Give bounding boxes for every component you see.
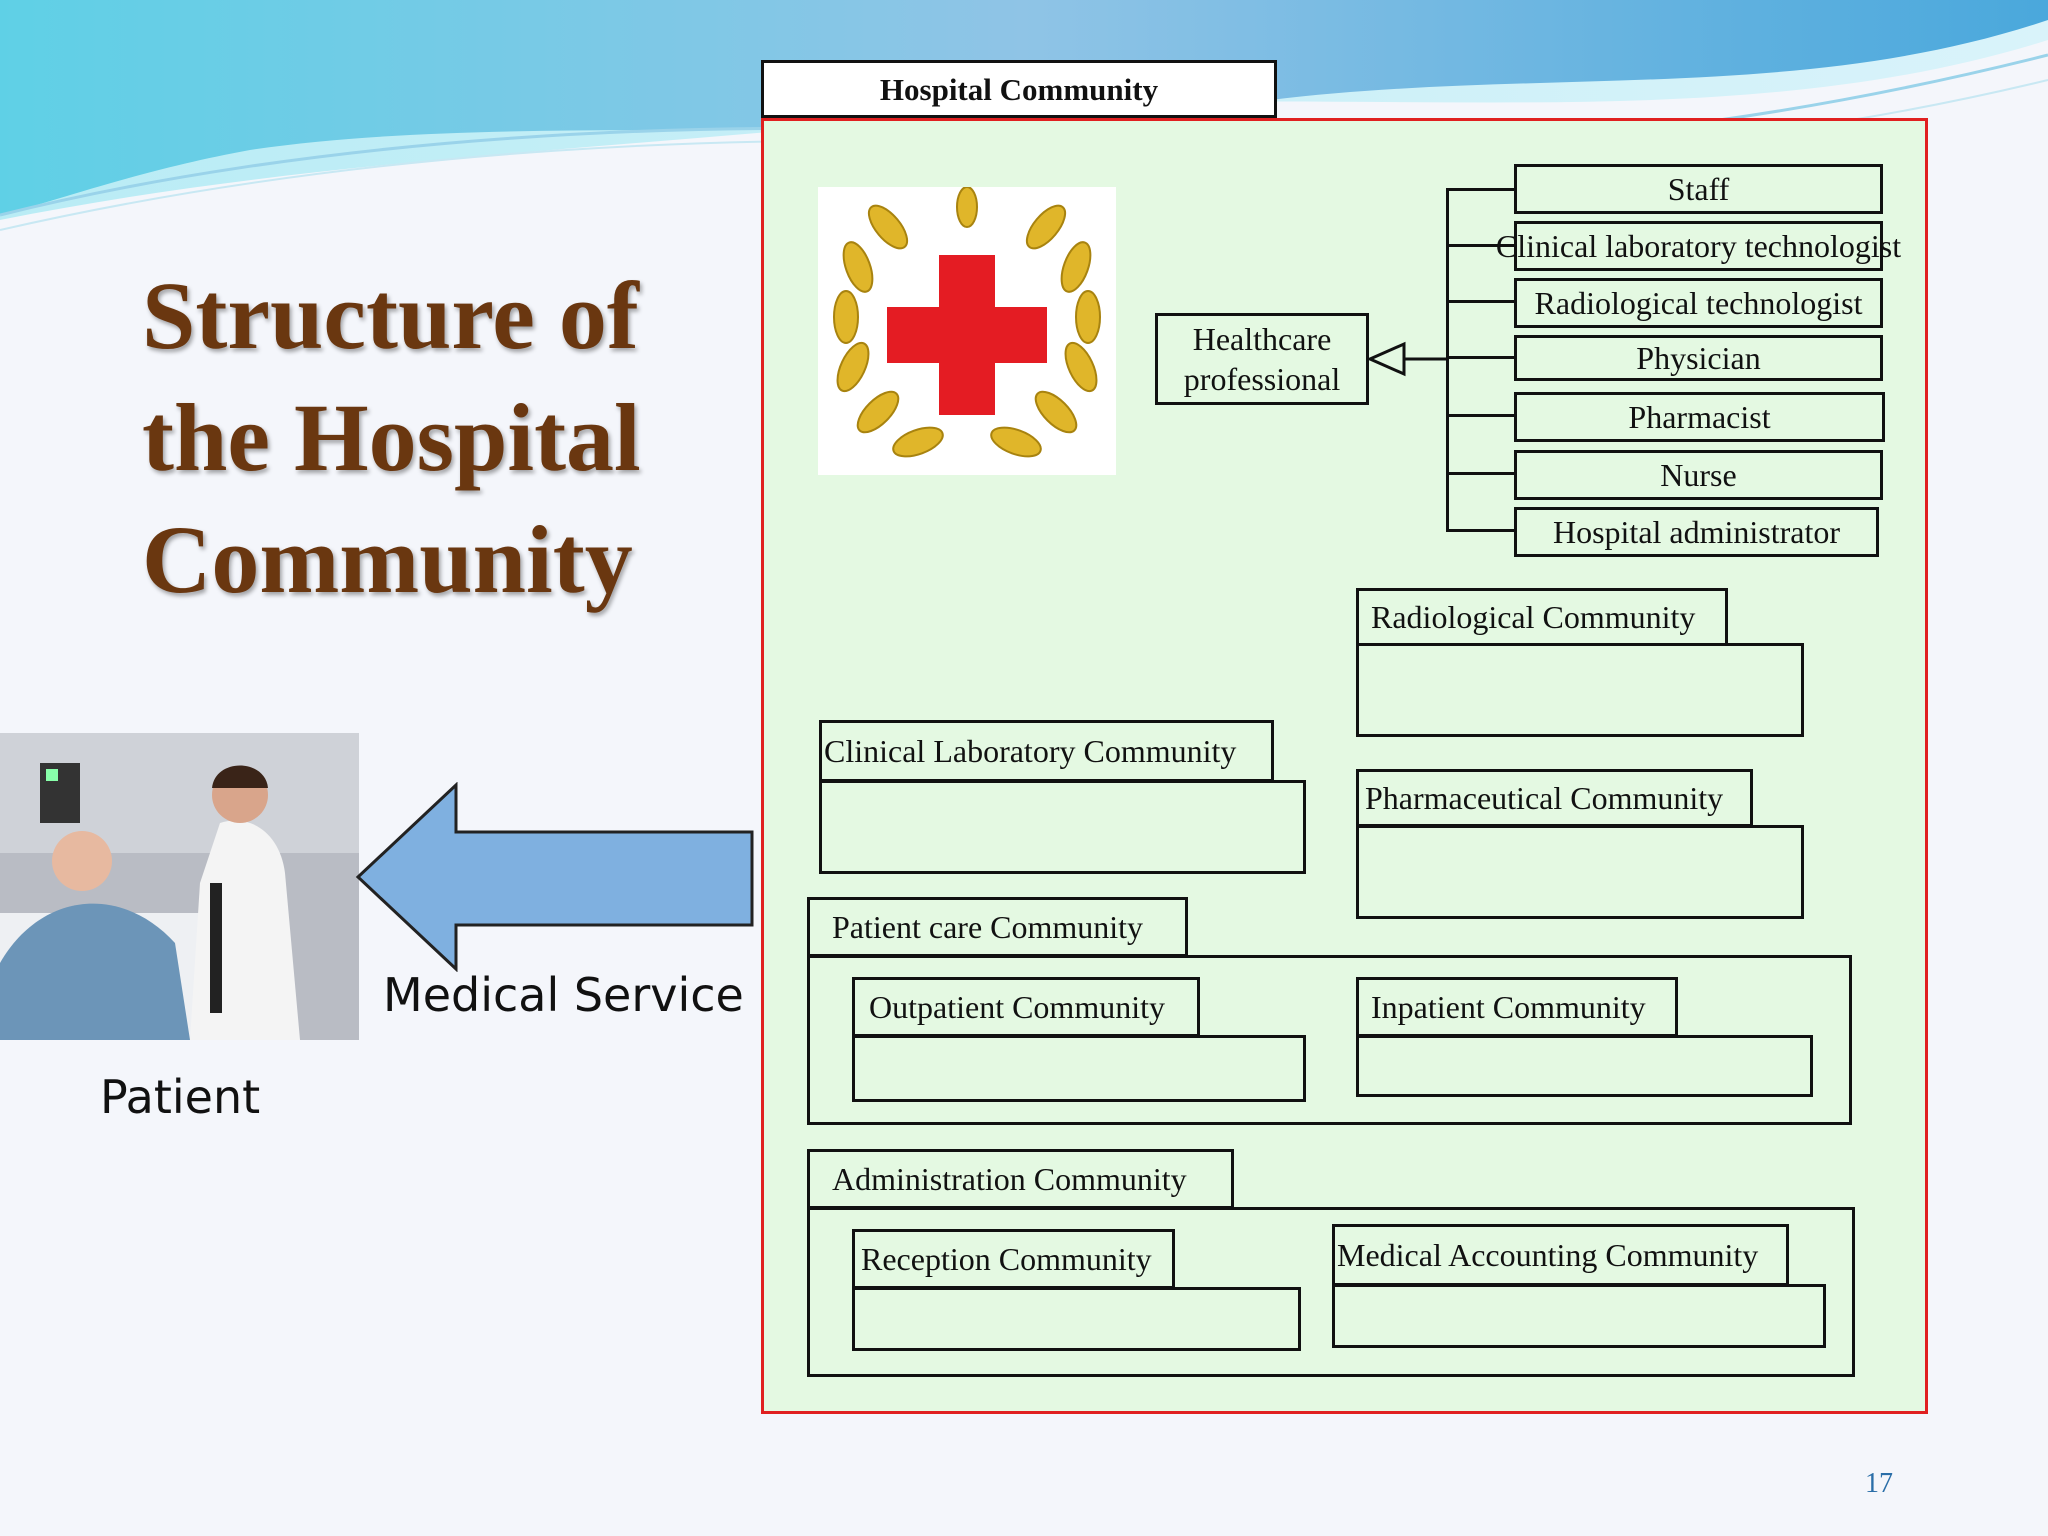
outpatient-community-tab: Outpatient Community: [852, 977, 1200, 1037]
radiological-community-body: [1356, 643, 1804, 737]
inheritance-arrowhead: [1366, 341, 1446, 377]
clinical-lab-community-tab: Clinical Laboratory Community: [819, 720, 1274, 782]
inpatient-community-tab: Inpatient Community: [1356, 977, 1678, 1037]
tree-trunk: [1446, 188, 1449, 532]
reception-community-tab: Reception Community: [852, 1229, 1175, 1289]
tree-branch: [1446, 414, 1516, 417]
role-clinical-lab-technologist: Clinical laboratory technologist: [1496, 221, 1901, 271]
hospital-community-header: Hospital Community: [761, 60, 1277, 118]
patient-care-community-body: [807, 955, 1852, 1125]
clinical-lab-community-body: [819, 780, 1306, 874]
healthcare-professional-box: Healthcare professional: [1155, 313, 1369, 405]
tree-branch: [1446, 472, 1516, 475]
tree-branch: [1446, 529, 1516, 532]
tree-branch: [1446, 300, 1516, 303]
medical-accounting-community-body: [1332, 1284, 1826, 1348]
patient-photo: [0, 733, 359, 1040]
patient-label: Patient: [100, 1070, 261, 1124]
tree-branch: [1446, 188, 1516, 191]
medical-service-label: Medical Service: [383, 968, 744, 1022]
tree-branch: [1446, 244, 1516, 247]
role-radiological-technologist: Radiological technologist: [1514, 278, 1883, 328]
role-pharmacist: Pharmacist: [1514, 392, 1885, 442]
radiological-community-tab: Radiological Community: [1356, 588, 1728, 646]
patient-care-community-tab: Patient care Community: [807, 897, 1188, 957]
role-physician: Physician: [1514, 335, 1883, 381]
administration-community-tab: Administration Community: [807, 1149, 1234, 1209]
red-cross-emblem: [818, 187, 1116, 475]
slide-title: Structure of the Hospital Community: [142, 262, 641, 613]
outpatient-community-body: [852, 1035, 1306, 1102]
pharmaceutical-community-body: [1356, 825, 1804, 919]
inpatient-community-body: [1356, 1035, 1813, 1097]
administration-community-body: [807, 1207, 1855, 1377]
role-hospital-administrator: Hospital administrator: [1514, 507, 1879, 557]
tree-branch: [1446, 356, 1516, 359]
page-number: 17: [1865, 1468, 1893, 1499]
medical-service-arrow: [355, 782, 754, 972]
pharmaceutical-community-tab: Pharmaceutical Community: [1356, 769, 1753, 827]
role-staff: Staff: [1514, 164, 1883, 214]
role-nurse: Nurse: [1514, 450, 1883, 500]
reception-community-body: [852, 1287, 1301, 1351]
medical-accounting-community-tab: Medical Accounting Community: [1332, 1224, 1789, 1286]
